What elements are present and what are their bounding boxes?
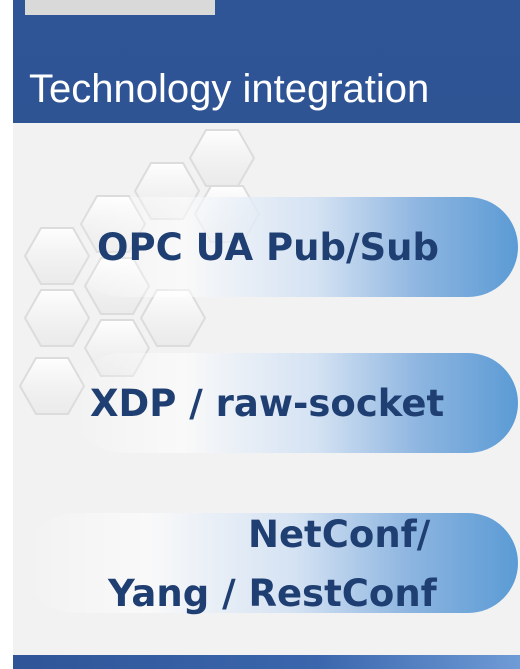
- footer-bar: [13, 655, 520, 669]
- technology-item-opc-ua: [72, 197, 518, 297]
- technology-item-label-line2: Yang / RestConf: [108, 572, 437, 615]
- header-tab-decoration: [25, 0, 215, 15]
- technology-item-label: XDP / raw-socket: [90, 382, 445, 425]
- page-title: Technology integration: [29, 67, 430, 111]
- technology-item-label: OPC UA Pub/Sub: [97, 226, 439, 269]
- technology-item-label-line1: NetConf/: [248, 513, 431, 556]
- header-banner: [13, 0, 520, 123]
- technology-item-netconf: [25, 513, 518, 613]
- technology-item-xdp: [72, 353, 518, 453]
